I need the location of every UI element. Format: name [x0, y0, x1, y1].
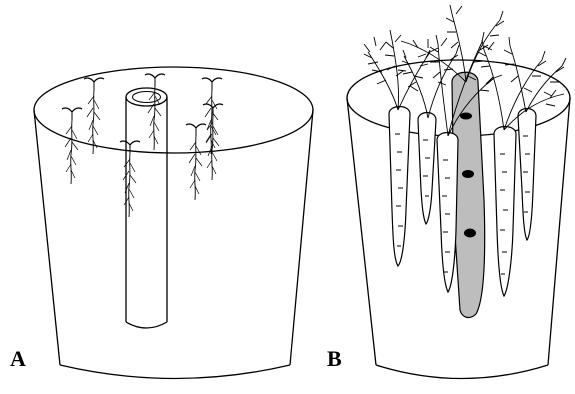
panel-a	[34, 67, 313, 379]
pot-b-bottom	[376, 365, 548, 379]
tube-hole	[464, 229, 476, 238]
carrot	[418, 113, 436, 225]
seedling	[120, 141, 140, 217]
tube-hole	[460, 113, 472, 120]
seedling	[202, 78, 222, 154]
pot-b-right-wall	[548, 98, 570, 365]
pot-a-bottom	[60, 365, 290, 379]
pot-a-rim	[34, 67, 313, 153]
pot-b-left-wall	[347, 98, 376, 365]
panel-label-a: A	[10, 348, 26, 370]
panel-b	[347, 5, 570, 379]
carrot	[389, 107, 410, 267]
carrot	[494, 127, 516, 297]
seedling	[84, 78, 104, 154]
tube-hole	[462, 170, 474, 178]
seedling	[186, 124, 206, 200]
carrot	[518, 109, 536, 241]
pot-a-left-wall	[34, 110, 60, 365]
seedling	[62, 108, 82, 184]
seedling	[145, 74, 165, 150]
carrot	[437, 133, 458, 293]
panel-label-b: B	[327, 348, 342, 370]
central-tube	[126, 88, 167, 328]
pot-a-right-wall	[290, 110, 313, 365]
